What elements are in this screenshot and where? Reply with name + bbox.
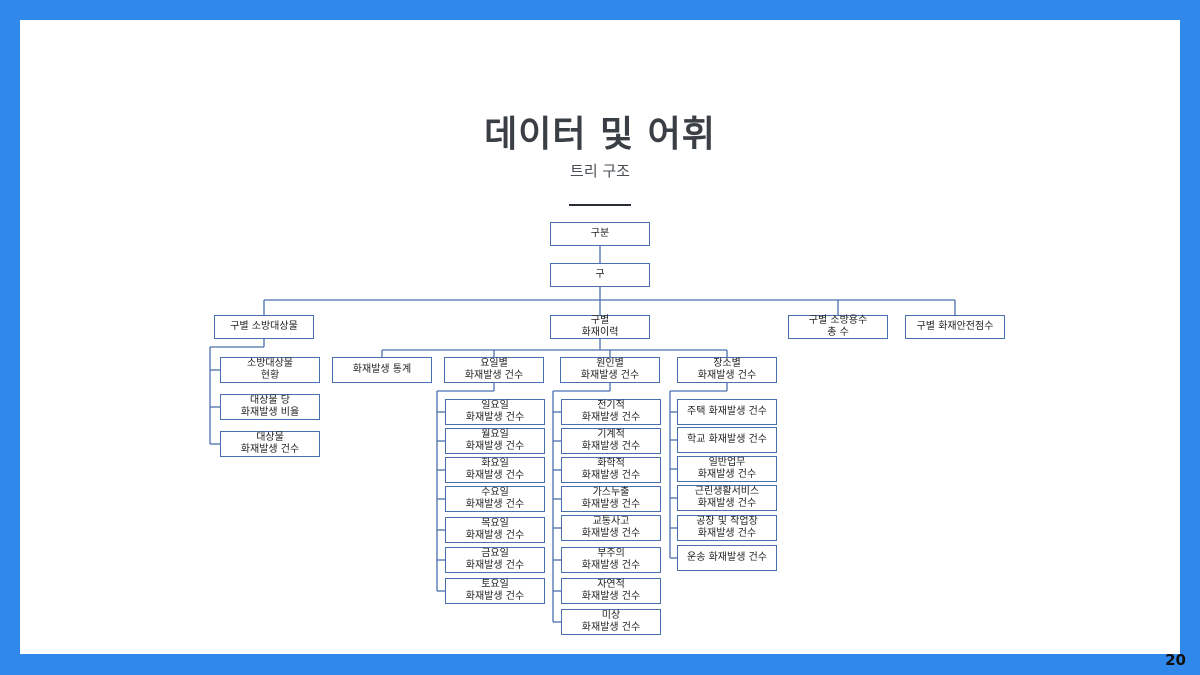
node-facility-child: 소방대상물 현황 xyxy=(220,357,320,383)
node-cause-child: 기계적 화재발생 건수 xyxy=(561,428,661,454)
node-facility-child: 대상물 당 화재발생 비율 xyxy=(220,394,320,420)
node-cause-child: 교통사고 화재발생 건수 xyxy=(561,515,661,541)
node-place-child: 주택 화재발생 건수 xyxy=(677,399,777,425)
title-divider xyxy=(569,204,631,206)
node-root: 구분 xyxy=(550,222,650,246)
node-cause: 원인별 화재발생 건수 xyxy=(560,357,660,383)
node-weekday-child: 금요일 화재발생 건수 xyxy=(445,547,545,573)
node-facility-child: 대상물 화재발생 건수 xyxy=(220,431,320,457)
node-stats: 화재발생 통계 xyxy=(332,357,432,383)
node-cause-child: 자연적 화재발생 건수 xyxy=(561,578,661,604)
node-fire-water: 구별 소방용수 총 수 xyxy=(788,315,888,339)
slide-title: 데이터 및 어휘 xyxy=(484,114,716,155)
node-place-child: 공장 및 작업장 화재발생 건수 xyxy=(677,515,777,541)
node-cause-child: 미상 화재발생 건수 xyxy=(561,609,661,635)
node-weekday-child: 일요일 화재발생 건수 xyxy=(445,399,545,425)
node-gu: 구 xyxy=(550,263,650,287)
node-weekday-child: 월요일 화재발생 건수 xyxy=(445,428,545,454)
node-cause-child: 전기적 화재발생 건수 xyxy=(561,399,661,425)
node-weekday-child: 토요일 화재발생 건수 xyxy=(445,578,545,604)
node-facility: 구별 소방대상물 xyxy=(214,315,314,339)
node-safety-score: 구별 화재안전점수 xyxy=(905,315,1005,339)
node-place-child: 학교 화재발생 건수 xyxy=(677,427,777,453)
node-cause-child: 가스누출 화재발생 건수 xyxy=(561,486,661,512)
node-place-child: 운송 화재발생 건수 xyxy=(677,545,777,571)
node-place: 장소별 화재발생 건수 xyxy=(677,357,777,383)
node-weekday-child: 화요일 화재발생 건수 xyxy=(445,457,545,483)
node-weekday-child: 수요일 화재발생 건수 xyxy=(445,486,545,512)
node-weekday-child: 목요일 화재발생 건수 xyxy=(445,517,545,543)
page-number: 20 xyxy=(1165,651,1186,669)
node-history: 구별 화재이력 xyxy=(550,315,650,339)
slide-subtitle: 트리 구조 xyxy=(570,162,630,180)
node-place-child: 근린생활서비스 화재발생 건수 xyxy=(677,485,777,511)
node-weekday: 요일별 화재발생 건수 xyxy=(444,357,544,383)
node-cause-child: 화학적 화재발생 건수 xyxy=(561,457,661,483)
node-place-child: 일반업무 화재발생 건수 xyxy=(677,456,777,482)
node-cause-child: 부주의 화재발생 건수 xyxy=(561,547,661,573)
